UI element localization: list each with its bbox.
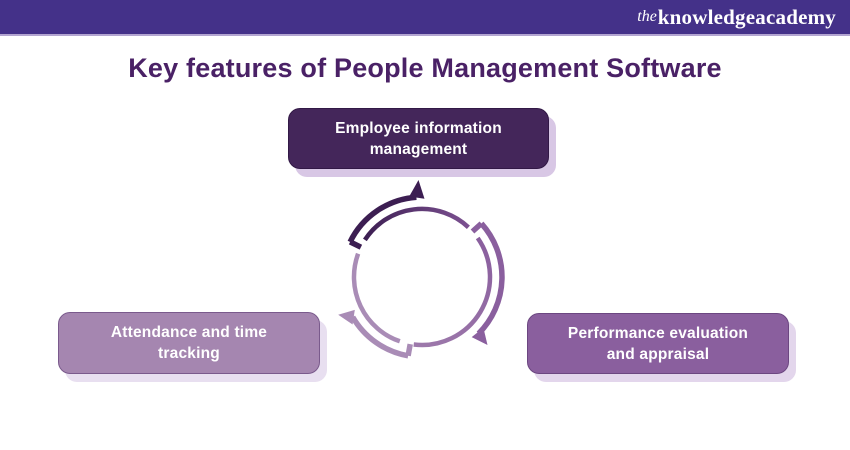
cycle-arrows-diagram (338, 180, 505, 359)
cycle-arc-medium-tail (470, 221, 484, 234)
logo-prefix: the (637, 8, 657, 25)
feature-label-line: and appraisal (606, 345, 710, 363)
arrow-left-icon (338, 309, 355, 325)
feature-label-line: management (369, 140, 468, 158)
cycle-arc-medium (476, 221, 505, 336)
arrow-up-icon (409, 180, 425, 199)
feature-label-line: Attendance and time (110, 324, 268, 341)
feature-label-line: Employee information (335, 119, 502, 137)
page-title: Key features of People Management Softwa… (128, 53, 722, 83)
cycle-arc-dark-tail (348, 239, 363, 250)
inner-circle-segment-top (363, 206, 470, 242)
feature-box-employee-information-management: Employee information management (288, 108, 549, 169)
arrow-down-right-icon (471, 327, 488, 345)
feature-box-performance-evaluation-appraisal: Performance evaluation and appraisal (527, 313, 789, 374)
logo-main: knowledgeacademy (657, 4, 836, 29)
feature-label-line: tracking (158, 345, 220, 362)
inner-circle-segment-right (413, 236, 493, 348)
feature-label-line: Performance evaluation (567, 324, 749, 342)
cycle-arc-light-tail (405, 343, 413, 357)
feature-box-attendance-time-tracking: Attendance and time tracking (58, 312, 320, 374)
cycle-arc-dark (347, 194, 417, 244)
cycle-arc-light (350, 315, 409, 359)
inner-circle-segment-bottom-left (351, 252, 401, 344)
